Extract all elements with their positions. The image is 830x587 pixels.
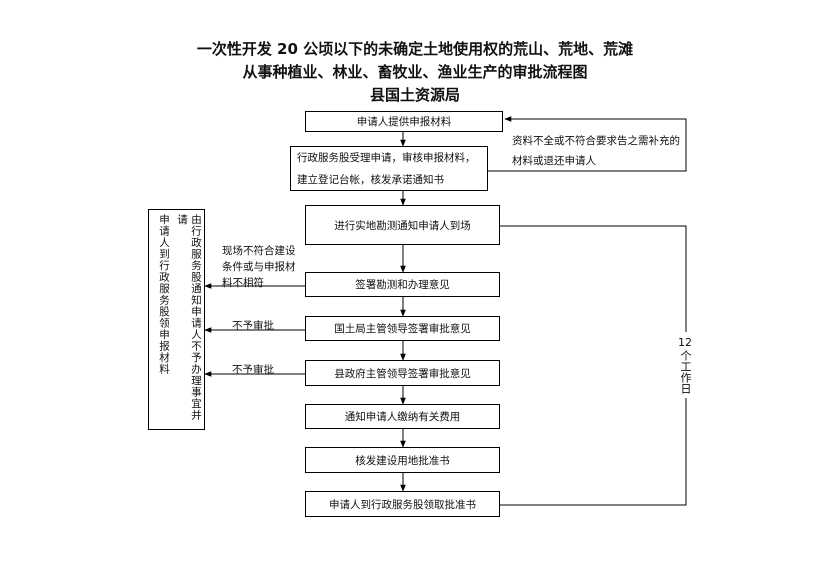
step-collect-permit: 申请人到行政服务股领取批准书 — [305, 491, 500, 517]
step-survey-opinion: 签署勘测和办理意见 — [305, 272, 500, 297]
note-reject-1: 不予审批 — [232, 320, 274, 332]
note-reject-2: 不予审批 — [232, 364, 274, 376]
note-supplement: 资料不全或不符合要求告之需补充的材料或退还申请人 — [512, 135, 680, 167]
time-limit-unit: 个工作日 — [679, 350, 692, 394]
left-box-col-1: 由行政服务股通知申请人不予办理事宜并请 — [176, 214, 202, 421]
left-box-col-2: 申请人到行政服务股领申报材料 — [158, 214, 170, 375]
title-line-1: 一次性开发 20 公顷以下的未确定土地使用权的荒山、荒地、荒滩 — [196, 40, 634, 58]
note-site-mismatch: 现场不符合建设条件或与申报材料不相符 — [222, 245, 296, 289]
title-block: 一次性开发 20 公顷以下的未确定土地使用权的荒山、荒地、荒滩 从事种植业、林业… — [0, 38, 830, 107]
title-line-2: 从事种植业、林业、畜牧业、渔业生产的审批流程图 — [242, 63, 588, 81]
left-result-box — [148, 209, 205, 430]
title-line-3: 县国土资源局 — [369, 86, 460, 104]
time-limit-number: 12 — [678, 336, 692, 349]
step-bureau-approval: 国土局主管领导签署审批意见 — [305, 316, 500, 341]
time-limit-label: 12 个工作日 — [673, 332, 697, 398]
step-accept-review: 行政服务股受理申请，审核申报材料，建立登记台帐，核发承诺通知书 — [290, 146, 488, 191]
step-pay-fees: 通知申请人缴纳有关费用 — [305, 404, 500, 429]
step-site-survey: 进行实地勘测通知申请人到场 — [305, 205, 500, 245]
time-bracket — [500, 225, 687, 506]
step-issue-permit: 核发建设用地批准书 — [305, 447, 500, 473]
step-submit-materials: 申请人提供申报材料 — [305, 111, 503, 132]
supplement-loop — [488, 116, 687, 172]
step-county-approval: 县政府主管领导签署审批意见 — [305, 360, 500, 386]
